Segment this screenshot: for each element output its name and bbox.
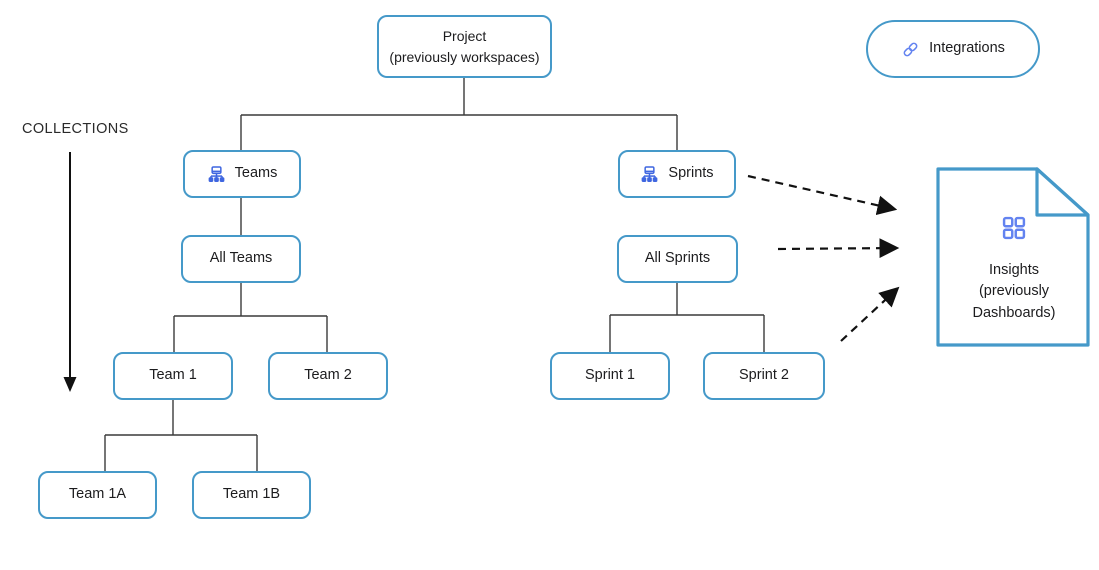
node-all-sprints-label: All Sprints xyxy=(644,250,711,267)
insights-label: Insights (previously Dashboards) xyxy=(972,261,1056,322)
node-team1-label: Team 1 xyxy=(149,367,197,384)
node-sprint2: Sprint 2 xyxy=(703,352,825,400)
node-team1: Team 1 xyxy=(113,352,233,400)
node-all-teams: All Teams xyxy=(181,235,301,283)
dashed-arrow-sprint2-to-insights xyxy=(840,286,900,342)
integrations-label: Integrations xyxy=(929,40,1005,57)
dashed-arrow-sprints-to-insights xyxy=(747,174,898,216)
link-icon xyxy=(901,40,920,59)
org-chart-icon xyxy=(640,165,659,184)
node-sprints-label: Sprints xyxy=(668,165,714,182)
insights-document: Insights (previously Dashboards) xyxy=(941,192,1087,325)
node-team1a: Team 1A xyxy=(38,471,157,519)
node-team2: Team 2 xyxy=(268,352,388,400)
grid-icon xyxy=(1000,192,1028,250)
node-sprint1: Sprint 1 xyxy=(550,352,670,400)
node-all-sprints: All Sprints xyxy=(617,235,738,283)
tree-connector-lines xyxy=(104,78,765,471)
node-sprint2-label: Sprint 2 xyxy=(739,367,789,384)
org-chart-icon xyxy=(207,165,226,184)
collections-label: COLLECTIONS xyxy=(22,121,129,137)
node-sprint1-label: Sprint 1 xyxy=(585,367,635,384)
node-teams-label: Teams xyxy=(234,165,278,182)
node-sprints: Sprints xyxy=(618,150,736,198)
node-team1b-label: Team 1B xyxy=(222,486,281,503)
insights-document-shape xyxy=(936,167,1090,347)
dashed-arrow-allsprints-to-insights xyxy=(777,238,900,259)
node-team1b: Team 1B xyxy=(192,471,311,519)
node-teams: Teams xyxy=(183,150,301,198)
node-all-teams-label: All Teams xyxy=(209,250,273,267)
node-project-label: Project (previously workspaces) xyxy=(389,27,540,65)
node-project: Project (previously workspaces) xyxy=(377,15,552,78)
folded-corner xyxy=(1035,167,1090,217)
collections-arrow xyxy=(63,152,77,392)
node-team1a-label: Team 1A xyxy=(68,486,127,503)
node-team2-label: Team 2 xyxy=(304,367,352,384)
integrations-button: Integrations xyxy=(866,20,1040,78)
